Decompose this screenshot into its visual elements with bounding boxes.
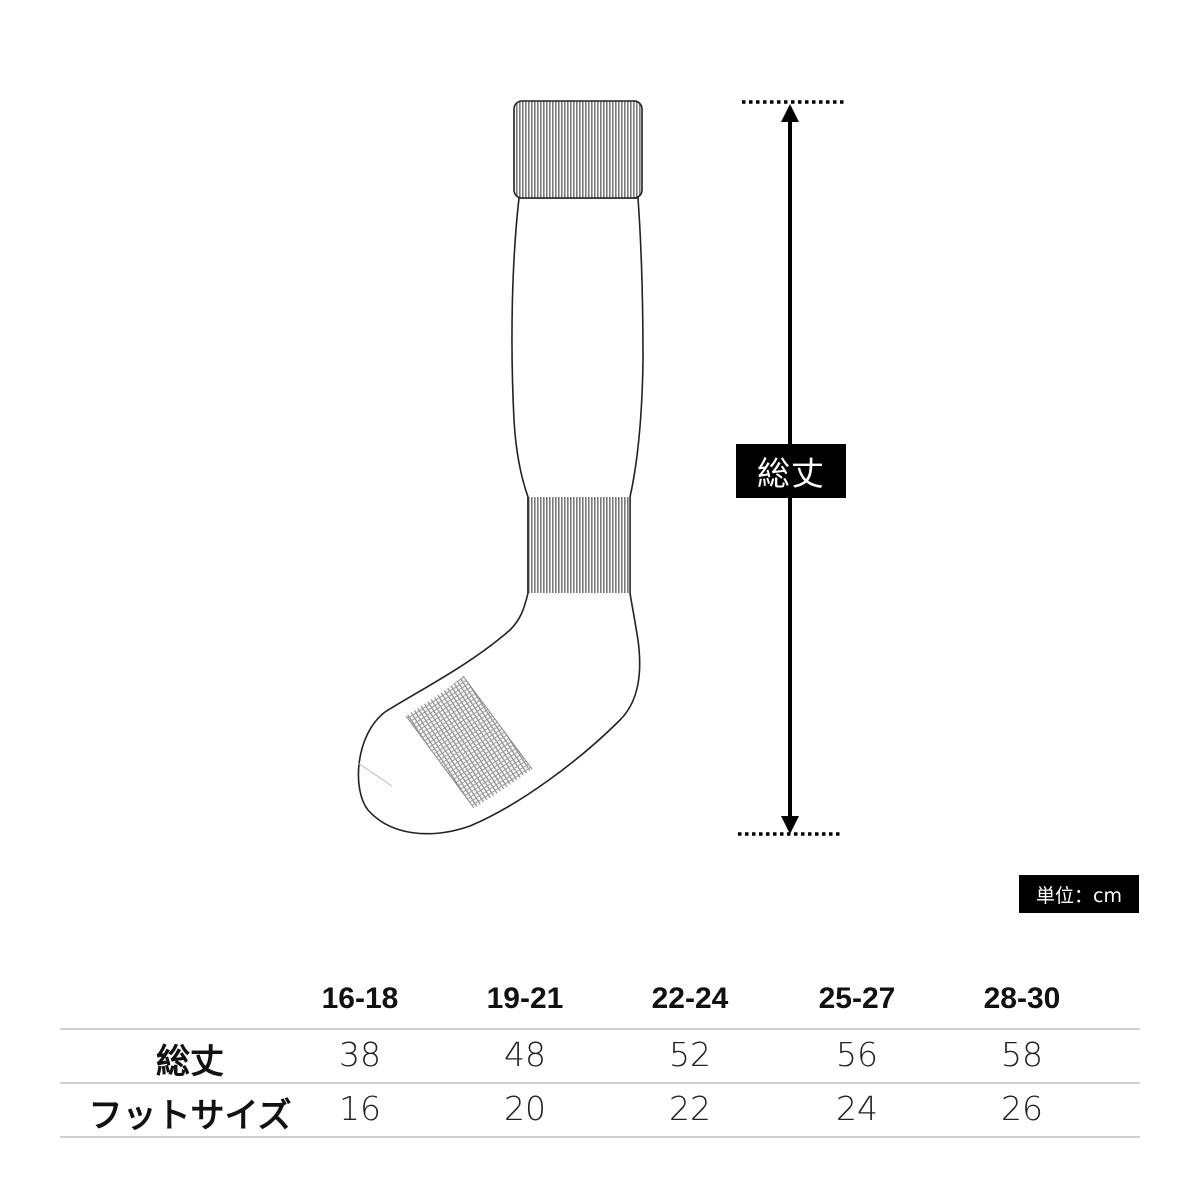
ankle-ribbing bbox=[529, 497, 630, 593]
toe-seam bbox=[357, 762, 393, 787]
unit-label: 単位：cm bbox=[1019, 875, 1139, 913]
column-header: 25-27 bbox=[818, 982, 896, 1015]
table-cell: 56 bbox=[836, 1035, 878, 1074]
cuff-ribbing bbox=[513, 100, 643, 199]
column-header: 28-30 bbox=[983, 982, 1061, 1015]
table-rule bbox=[60, 1028, 1140, 1030]
row-label: フットサイズ bbox=[88, 1096, 292, 1136]
column-header: 22-24 bbox=[651, 982, 729, 1015]
foot-mesh-band bbox=[406, 676, 532, 808]
table-cell: 26 bbox=[1001, 1089, 1043, 1128]
table-cell: 38 bbox=[339, 1035, 381, 1074]
column-header: 16-18 bbox=[321, 982, 399, 1015]
row-label: 総丈 bbox=[156, 1042, 224, 1082]
table-cell: 58 bbox=[1001, 1035, 1043, 1074]
column-header: 19-21 bbox=[486, 982, 564, 1015]
table-rule bbox=[60, 1082, 1140, 1084]
table-rule bbox=[60, 1136, 1140, 1138]
sock-diagram bbox=[357, 100, 844, 836]
table-cell: 16 bbox=[339, 1089, 381, 1128]
sock-body-outline bbox=[357, 197, 644, 835]
table-cell: 22 bbox=[669, 1089, 711, 1128]
table-cell: 48 bbox=[504, 1035, 546, 1074]
table-cell: 24 bbox=[836, 1089, 878, 1128]
total-length-label: 総丈 bbox=[736, 444, 846, 498]
table-cell: 20 bbox=[504, 1089, 546, 1128]
table-cell: 52 bbox=[669, 1035, 711, 1074]
